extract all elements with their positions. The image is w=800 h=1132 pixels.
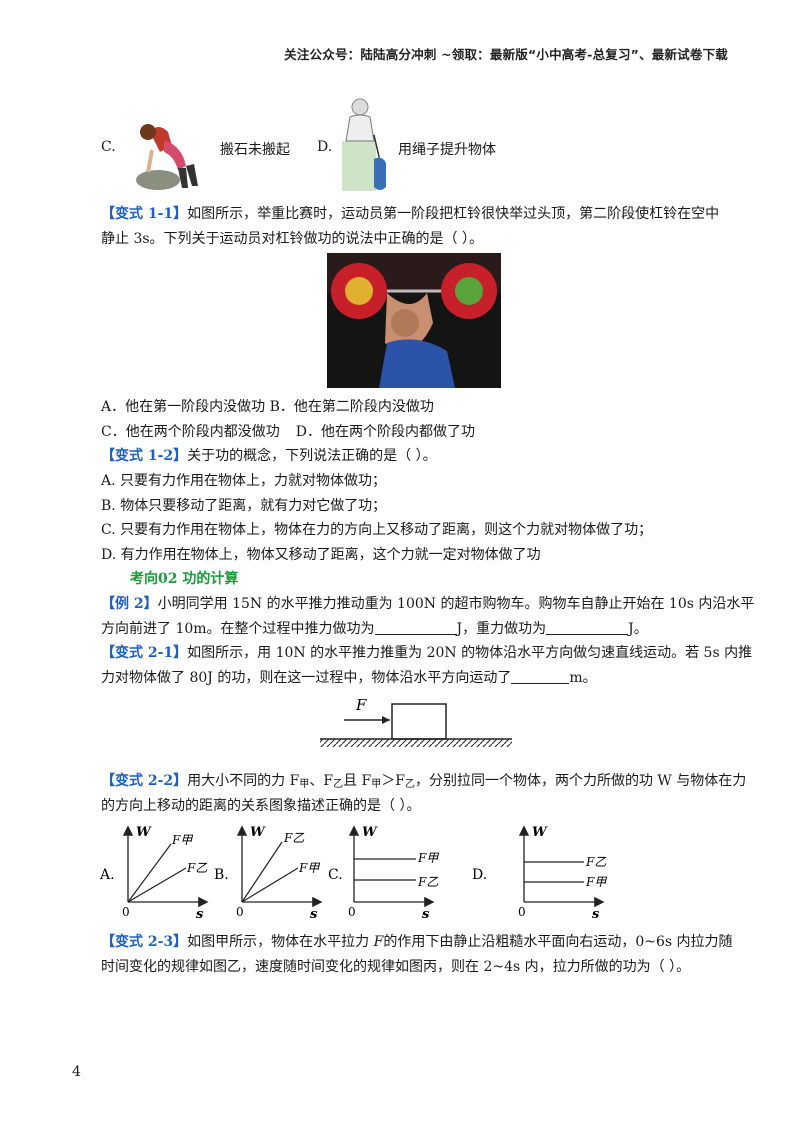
v11-tag: 【变式 1-1】 bbox=[101, 206, 188, 222]
v12-option-c: C. 只要有力作用在物体上，物体在力的方向上又移动了距离，则这个力就对物体做了功… bbox=[101, 522, 653, 538]
v22-graphs: A. W s 0 F甲 F乙 B. W s 0 F乙 F甲 C. W s 0 F… bbox=[99, 825, 607, 922]
graph-c-top-label: F甲 bbox=[417, 851, 439, 865]
ex2-line2: 方向前进了 10m。在整个过程中推力做功为 J，重力做功为 J。 bbox=[101, 619, 648, 639]
v11-option-a: A．他在第一阶段内没做功 bbox=[101, 399, 266, 415]
v21-text2a: 力对物体做了 80J 的功，则在这一过程中，物体沿水平方向运动了 bbox=[101, 670, 512, 686]
graph-b-origin: 0 bbox=[236, 905, 244, 919]
v12-text: 关于功的概念，下列说法正确的是（ ）。 bbox=[187, 448, 437, 464]
v12-option-d: D. 有力作用在物体上，物体又移动了距离，这个力就一定对物体做了功 bbox=[101, 547, 541, 563]
graph-d-letter: D. bbox=[472, 867, 487, 883]
option-d-letter: D. bbox=[317, 139, 333, 155]
graph-b[interactable]: B. W s 0 F乙 F甲 bbox=[214, 825, 323, 922]
ex2-text1: 小明同学用 15N 的水平推力推动重为 100N 的超市购物车。购物车自静止开始… bbox=[157, 596, 755, 612]
page-number: 4 bbox=[72, 1064, 81, 1080]
graph-c[interactable]: C. W s 0 F甲 F乙 bbox=[328, 825, 439, 922]
graph-d-s: s bbox=[592, 907, 600, 922]
v11-line1: 【变式 1-1】如图所示，举重比赛时，运动员第一阶段把杠铃很快举过头顶，第二阶段… bbox=[101, 204, 719, 224]
graph-c-s: s bbox=[422, 907, 430, 922]
v11-text1: 如图所示，举重比赛时，运动员第一阶段把杠铃很快举过头顶，第二阶段使杠铃在空中 bbox=[187, 206, 720, 222]
v11-option-b: B．他在第二阶段内没做功 bbox=[269, 399, 434, 415]
graph-b-s: s bbox=[310, 907, 318, 922]
v12-option-a: A. 只要有力作用在物体上，力就对物体做功； bbox=[101, 473, 387, 489]
v21-tag: 【变式 2-1】 bbox=[101, 645, 188, 661]
ex2-line1: 【例 2】小明同学用 15N 的水平推力推动重为 100N 的超市购物车。购物车… bbox=[101, 594, 754, 614]
v22-text-mid2: 且 F bbox=[343, 773, 372, 789]
graph-c-bottom-label: F乙 bbox=[417, 875, 438, 889]
v23-text1b: 的作用下由静止沿粗糙水平面向右运动，0~6s 内拉力随 bbox=[383, 934, 733, 950]
ex2-blank-2[interactable] bbox=[546, 620, 629, 635]
sub-yi-2: 乙 bbox=[404, 779, 415, 790]
graph-c-letter: C. bbox=[328, 867, 343, 883]
v22-text-mid1: 、F bbox=[309, 773, 334, 789]
v21-blank[interactable] bbox=[511, 669, 570, 684]
ex2-text2b: J，重力做功为 bbox=[456, 621, 547, 637]
graph-a-origin: 0 bbox=[122, 905, 130, 919]
v11-option-d: D．他在两个阶段内都做了功 bbox=[295, 424, 475, 440]
graph-d[interactable]: D. W s 0 F乙 F甲 bbox=[472, 825, 607, 922]
option-c-letter: C. bbox=[101, 139, 116, 155]
graph-c-origin: 0 bbox=[348, 905, 356, 919]
v11-option-c: C．他在两个阶段内都没做功 bbox=[101, 424, 280, 440]
v23-text1a: 如图甲所示，物体在水平拉力 bbox=[187, 934, 374, 950]
v12-option-b: B. 物体只要移动了距离，就有力对它做了功； bbox=[101, 498, 387, 514]
v22-text-mid3: ＞F bbox=[381, 773, 405, 789]
v11-line2: 静止 3s。下列关于运动员对杠铃做功的说法中正确的是（ ）。 bbox=[101, 231, 483, 247]
graph-b-bottom-label: F甲 bbox=[298, 861, 320, 875]
push-block-figure: F bbox=[320, 696, 512, 747]
graph-d-top-label: F乙 bbox=[585, 855, 606, 869]
lifting-stone-illustration bbox=[136, 124, 198, 190]
graph-b-w: W bbox=[250, 825, 266, 840]
graph-d-origin: 0 bbox=[518, 905, 526, 919]
weightlifter-photo bbox=[327, 253, 501, 388]
graph-a-bottom-label: F乙 bbox=[186, 861, 207, 875]
graph-a[interactable]: A. W s 0 F甲 F乙 bbox=[99, 825, 209, 922]
v12-tag: 【变式 1-2】 bbox=[101, 448, 188, 464]
v21-text2b: m。 bbox=[569, 670, 597, 686]
ex2-text2a: 方向前进了 10m。在整个过程中推力做功为 bbox=[101, 621, 375, 637]
v12-stem: 【变式 1-2】关于功的概念，下列说法正确的是（ ）。 bbox=[101, 446, 437, 466]
v11-options-cd: C．他在两个阶段内都没做功 D．他在两个阶段内都做了功 bbox=[101, 422, 475, 442]
section-heading: 考向02 功的计算 bbox=[130, 571, 239, 587]
rope-lift-illustration bbox=[342, 98, 386, 191]
v23-line2: 时间变化的规律如图乙，速度随时间变化的规律如图丙，则在 2~4s 内，拉力所做的… bbox=[101, 959, 691, 975]
v23-force-symbol: F bbox=[373, 934, 384, 950]
graph-d-bottom-label: F甲 bbox=[585, 875, 607, 889]
graph-c-w: W bbox=[362, 825, 378, 840]
graph-a-letter: A. bbox=[99, 867, 115, 883]
v23-tag: 【变式 2-3】 bbox=[101, 934, 188, 950]
v22-tag: 【变式 2-2】 bbox=[101, 773, 188, 789]
v22-line1: 【变式 2-2】用大小不同的力 F甲、F乙且 F甲＞F乙，分别拉同一个物体，两个… bbox=[101, 771, 746, 795]
block bbox=[391, 703, 447, 740]
v22-text-a: 用大小不同的力 F bbox=[187, 773, 300, 789]
v21-text1: 如图所示，用 10N 的水平推力推重为 20N 的物体沿水平方向做匀速直线运动。… bbox=[187, 645, 753, 661]
graph-b-top-label: F乙 bbox=[283, 831, 304, 845]
ex2-text2c: J。 bbox=[628, 621, 648, 637]
page-header: 关注公众号：陆陆高分冲刺 ~领取：最新版“小中高考-总复习”、最新试卷下载 bbox=[284, 47, 728, 62]
graph-a-top-label: F甲 bbox=[171, 833, 193, 847]
force-label: F bbox=[355, 696, 367, 714]
ex2-blank-1[interactable] bbox=[374, 620, 457, 635]
v21-line1: 【变式 2-1】如图所示，用 10N 的水平推力推重为 20N 的物体沿水平方向… bbox=[101, 643, 752, 663]
graph-a-s: s bbox=[196, 907, 204, 922]
sub-jia-2: 甲 bbox=[371, 779, 382, 790]
option-d-text: 用绳子提升物体 bbox=[398, 142, 496, 158]
graph-b-letter: B. bbox=[214, 867, 229, 883]
sub-yi-1: 乙 bbox=[333, 779, 344, 790]
v11-options-ab: A．他在第一阶段内没做功 B．他在第二阶段内没做功 bbox=[101, 397, 434, 417]
weightlifter-image bbox=[327, 253, 501, 388]
v23-line1: 【变式 2-3】如图甲所示，物体在水平拉力 F的作用下由静止沿粗糙水平面向右运动… bbox=[101, 932, 733, 952]
option-c-text: 搬石未搬起 bbox=[220, 142, 290, 158]
sub-jia-1: 甲 bbox=[299, 779, 310, 790]
v22-line2: 的方向上移动的距离的关系图象描述正确的是（ ）。 bbox=[101, 798, 421, 814]
graph-d-w: W bbox=[532, 825, 548, 840]
v21-line2: 力对物体做了 80J 的功，则在这一过程中，物体沿水平方向运动了 m。 bbox=[101, 668, 597, 688]
graph-a-w: W bbox=[136, 825, 152, 840]
ex2-tag: 【例 2】 bbox=[101, 596, 158, 612]
v22-text-b: ，分别拉同一个物体，两个力所做的功 W 与物体在力 bbox=[414, 773, 747, 789]
